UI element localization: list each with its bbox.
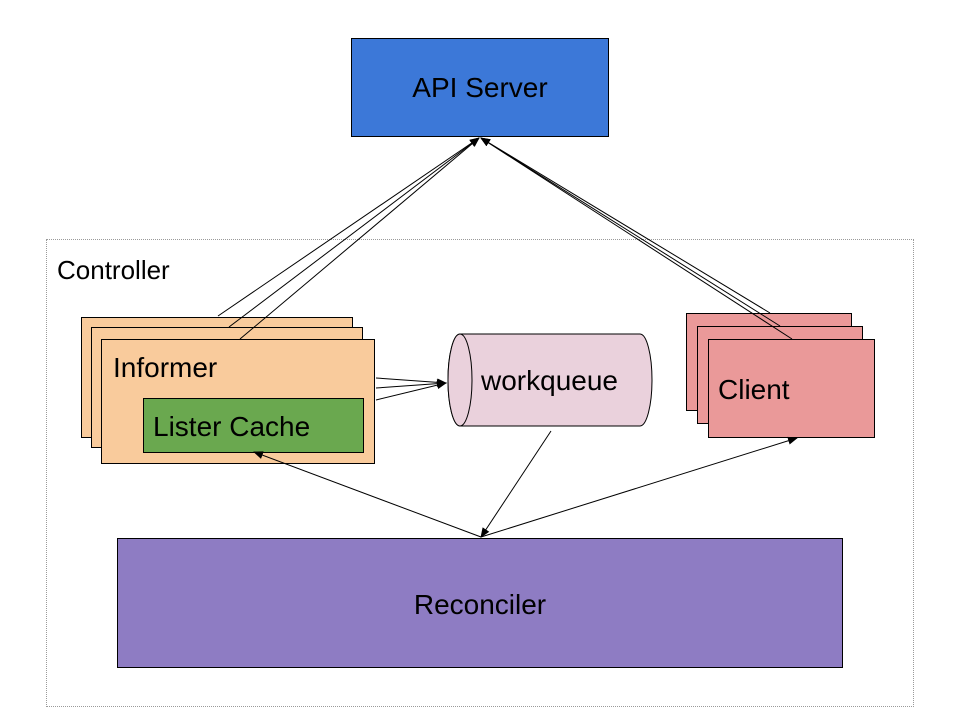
informer-label: Informer [113,352,218,383]
client-box[interactable] [708,339,875,438]
reconciler-label: Reconciler [413,589,547,620]
arrow-client-to-api-2 [480,137,781,327]
reconciler-box[interactable] [117,538,843,668]
arrow-informer-to-workqueue-3 [375,381,447,401]
workqueue-cylinder[interactable] [447,333,653,427]
client-label: Client [718,374,790,405]
api-server-label: API Server [412,72,548,103]
arrow-workqueue-to-reconciler [480,430,552,538]
arrow-informer-to-workqueue-2 [375,379,447,389]
arrow-informer-to-api-1 [217,137,480,317]
arrow-informer-to-api-2 [228,137,480,328]
controller-label: Controller [57,255,170,285]
arrow-informer-to-api-3 [239,137,480,340]
workqueue-label: workqueue [481,365,618,396]
lister-cache-label: Lister Cache [153,411,311,442]
arrow-client-to-api-1 [480,137,771,314]
lister-cache-box[interactable] [143,398,364,453]
arrow-reconciler-to-client [480,436,798,538]
arrow-reconciler-to-lister-cache [253,451,482,538]
arrow-informer-to-workqueue-1 [375,377,447,387]
controller-container [46,239,914,707]
arrow-client-to-api-3 [480,137,793,340]
api-server-box[interactable] [351,38,609,137]
